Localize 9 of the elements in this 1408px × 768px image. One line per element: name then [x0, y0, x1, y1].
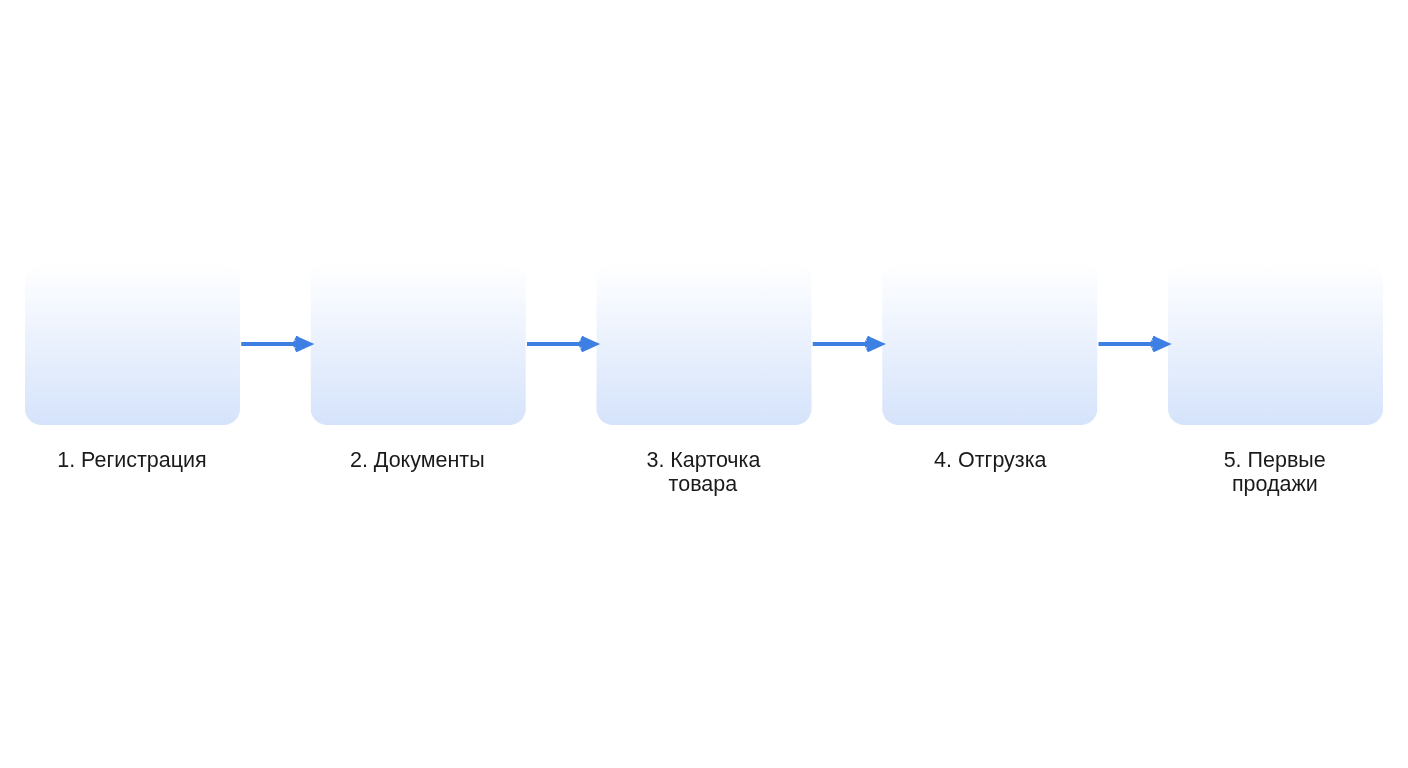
- arrow: [527, 335, 598, 352]
- node-label: 5. Первые продажи: [1223, 447, 1326, 496]
- node-label: 2. Документы: [349, 447, 485, 472]
- arrow: [1098, 335, 1169, 352]
- arrow: [812, 335, 884, 352]
- node-label: 3. Карточка товара: [646, 447, 761, 496]
- node-label: 4. Отгрузка: [934, 447, 1047, 472]
- arrow: [241, 335, 312, 352]
- node-label: 1. Регистрация: [57, 447, 207, 472]
